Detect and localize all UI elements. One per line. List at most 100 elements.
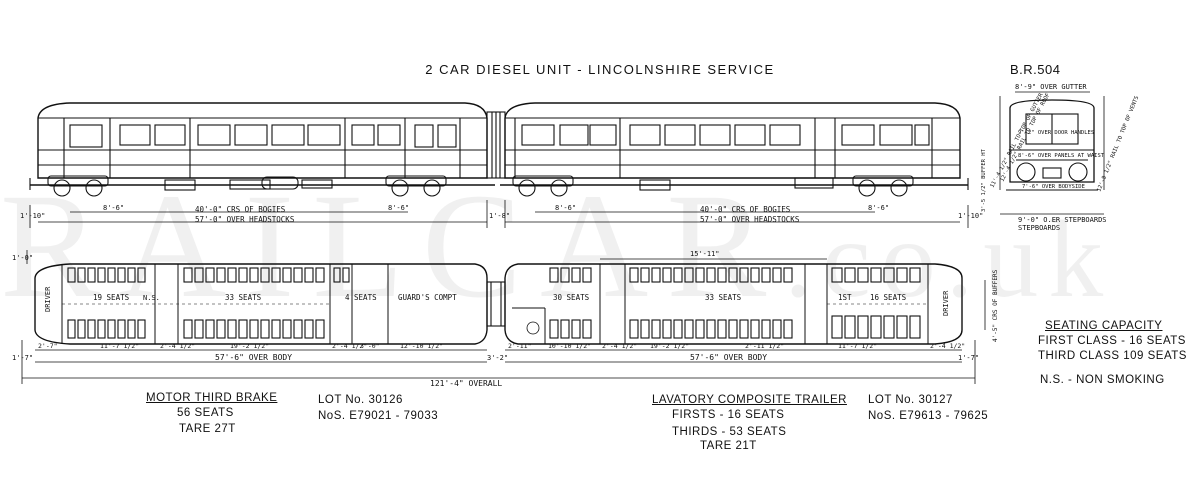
seat xyxy=(127,267,136,283)
drawing-title: 2 CAR DIESEL UNIT - LINCOLNSHIRE SERVICE xyxy=(425,62,775,77)
window xyxy=(351,124,375,146)
plan-dim-label: 11'-7 1/2" xyxy=(100,342,139,350)
seat xyxy=(761,319,771,339)
plan-car1-room-33: 33 SEATS xyxy=(225,293,262,302)
gangway-connection xyxy=(486,111,506,179)
end-rail-to-roof: 12'-4 1/2" RAIL TO TOP OF ROOF xyxy=(999,92,1051,183)
seat xyxy=(640,267,650,283)
plan-car-1 xyxy=(34,263,488,345)
seat xyxy=(717,319,727,339)
seat xyxy=(205,319,215,339)
car1-tare: TARE 27T xyxy=(179,423,236,435)
seat xyxy=(549,267,559,283)
plan-car2-first: 1ST xyxy=(838,293,852,302)
seat xyxy=(333,267,341,283)
wheel xyxy=(85,179,103,197)
seat xyxy=(271,267,281,283)
seat xyxy=(117,319,126,339)
seat xyxy=(304,267,314,283)
seat xyxy=(560,267,570,283)
seat xyxy=(571,267,581,283)
seat xyxy=(293,319,303,339)
plan-dim-label: 2'-4 1/2" xyxy=(602,342,637,350)
seat xyxy=(315,267,325,283)
plan-overall: 121'-4" OVERALL xyxy=(430,379,502,388)
window xyxy=(664,124,696,146)
plan-dim-label: 11'-7 1/2" xyxy=(838,342,877,350)
legend-non-smoking: N.S. - NON SMOKING xyxy=(1040,374,1165,386)
seat xyxy=(717,267,727,283)
elevation-car-2-windows xyxy=(521,124,930,146)
window xyxy=(734,124,766,146)
seat xyxy=(629,267,639,283)
plan-dimension-lines xyxy=(21,250,986,384)
elevation-car-2 xyxy=(504,102,961,179)
window xyxy=(914,124,930,146)
window xyxy=(154,124,186,146)
seat xyxy=(909,267,921,283)
elev-car2-bogie-centres: 40'-0" CRS OF BOGIES xyxy=(700,205,791,214)
window xyxy=(879,124,913,146)
seat xyxy=(137,267,146,283)
diagram-number: B.R.504 xyxy=(1010,62,1061,77)
seat xyxy=(870,267,882,283)
window xyxy=(271,124,305,146)
seat xyxy=(293,267,303,283)
seat xyxy=(249,319,259,339)
seat xyxy=(67,267,76,283)
seat xyxy=(831,315,843,339)
wheel xyxy=(518,179,536,197)
seat xyxy=(87,319,96,339)
plan-dim-label: 2'-7" xyxy=(38,342,58,350)
seat xyxy=(831,267,843,283)
plan-right-over: 1'-7" xyxy=(958,354,979,362)
seat xyxy=(77,267,86,283)
seat xyxy=(772,319,782,339)
plan-mid-gap: 3'-2" xyxy=(487,354,508,362)
seat xyxy=(571,319,581,339)
seat xyxy=(97,319,106,339)
seat xyxy=(651,319,661,339)
window xyxy=(307,124,341,146)
seating-third-class: THIRD CLASS 109 SEATS xyxy=(1038,350,1187,362)
plan-car2-room-30: 30 SEATS xyxy=(553,293,590,302)
seat xyxy=(739,267,749,283)
elev-car2-wheelbase-right: 8'-6" xyxy=(868,204,889,212)
plan-car2-room-16: 16 SEATS xyxy=(870,293,907,302)
elevation-car-1-windows xyxy=(69,124,457,148)
seat xyxy=(844,267,856,283)
elev-car1-bogie-centres: 40'-0" CRS OF BOGIES xyxy=(195,205,286,214)
car2-lot: LOT No. 30127 xyxy=(868,394,953,406)
elevation-car-1 xyxy=(37,102,488,179)
seat xyxy=(137,319,146,339)
seat xyxy=(783,319,793,339)
seat xyxy=(651,267,661,283)
seat xyxy=(582,267,592,283)
seat xyxy=(249,267,259,283)
plan-car-2-dims: 2'-11"10'-10 1/2"2'-4 1/2"19'-2 1/2"2'-1… xyxy=(508,342,965,350)
seat xyxy=(783,267,793,283)
elev-car2-wheelbase-left: 8'-6" xyxy=(555,204,576,212)
elev-gap: 1'-8" xyxy=(489,212,510,220)
seat xyxy=(728,319,738,339)
window xyxy=(559,124,589,146)
elev-car1-wheelbase-right: 8'-6" xyxy=(388,204,409,212)
elev-car1-headstocks: 57'-0" OVER HEADSTOCKS xyxy=(195,215,295,224)
end-rail-to-vents: 12'-8 1/2" RAIL TO TOP OF VENTS xyxy=(1096,95,1140,192)
car1-numbers: NoS. E79021 - 79033 xyxy=(318,410,439,422)
window xyxy=(197,124,231,146)
plan-dim-label: 2'-11 1/2" xyxy=(745,342,784,350)
seat xyxy=(117,267,126,283)
end-view xyxy=(999,91,1105,215)
car1-name: MOTOR THIRD BRAKE xyxy=(146,392,278,404)
window xyxy=(437,124,457,148)
seat xyxy=(640,319,650,339)
seat xyxy=(107,267,116,283)
seat xyxy=(909,315,921,339)
seat xyxy=(684,319,694,339)
seat xyxy=(662,319,672,339)
seat xyxy=(706,267,716,283)
plan-dim-label: 2'-4 1/2" xyxy=(332,342,367,350)
watermark-suffix: .co.uk xyxy=(784,198,1114,320)
